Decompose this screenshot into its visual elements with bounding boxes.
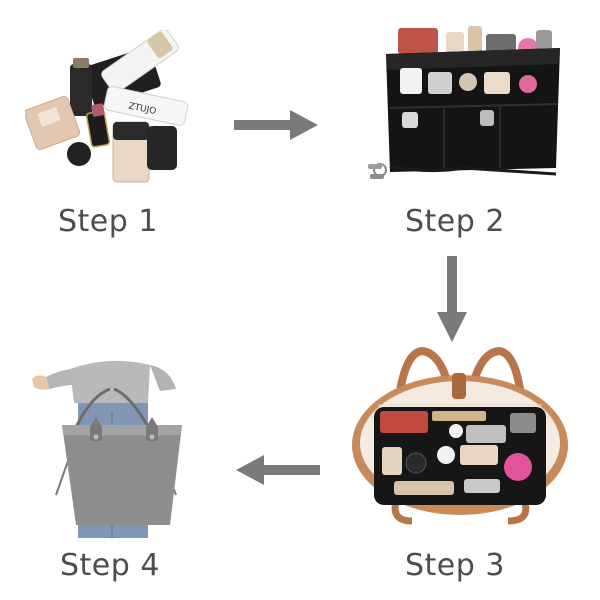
step-1-cosmetics-illustration: ZTUJO xyxy=(25,30,189,183)
step-1-label: Step 1 xyxy=(58,204,158,239)
step-2-organizer-illustration xyxy=(368,26,560,179)
arrow-down-icon xyxy=(437,256,467,342)
arrow-left-icon xyxy=(236,455,320,485)
step-4-person-tote-illustration xyxy=(32,360,182,538)
step-2-label: Step 2 xyxy=(405,204,505,239)
step-4-label: Step 4 xyxy=(60,548,160,583)
step-3-tote-organizer-illustration xyxy=(352,346,568,525)
step-3-label: Step 3 xyxy=(405,548,505,583)
arrow-right-icon xyxy=(234,110,318,140)
